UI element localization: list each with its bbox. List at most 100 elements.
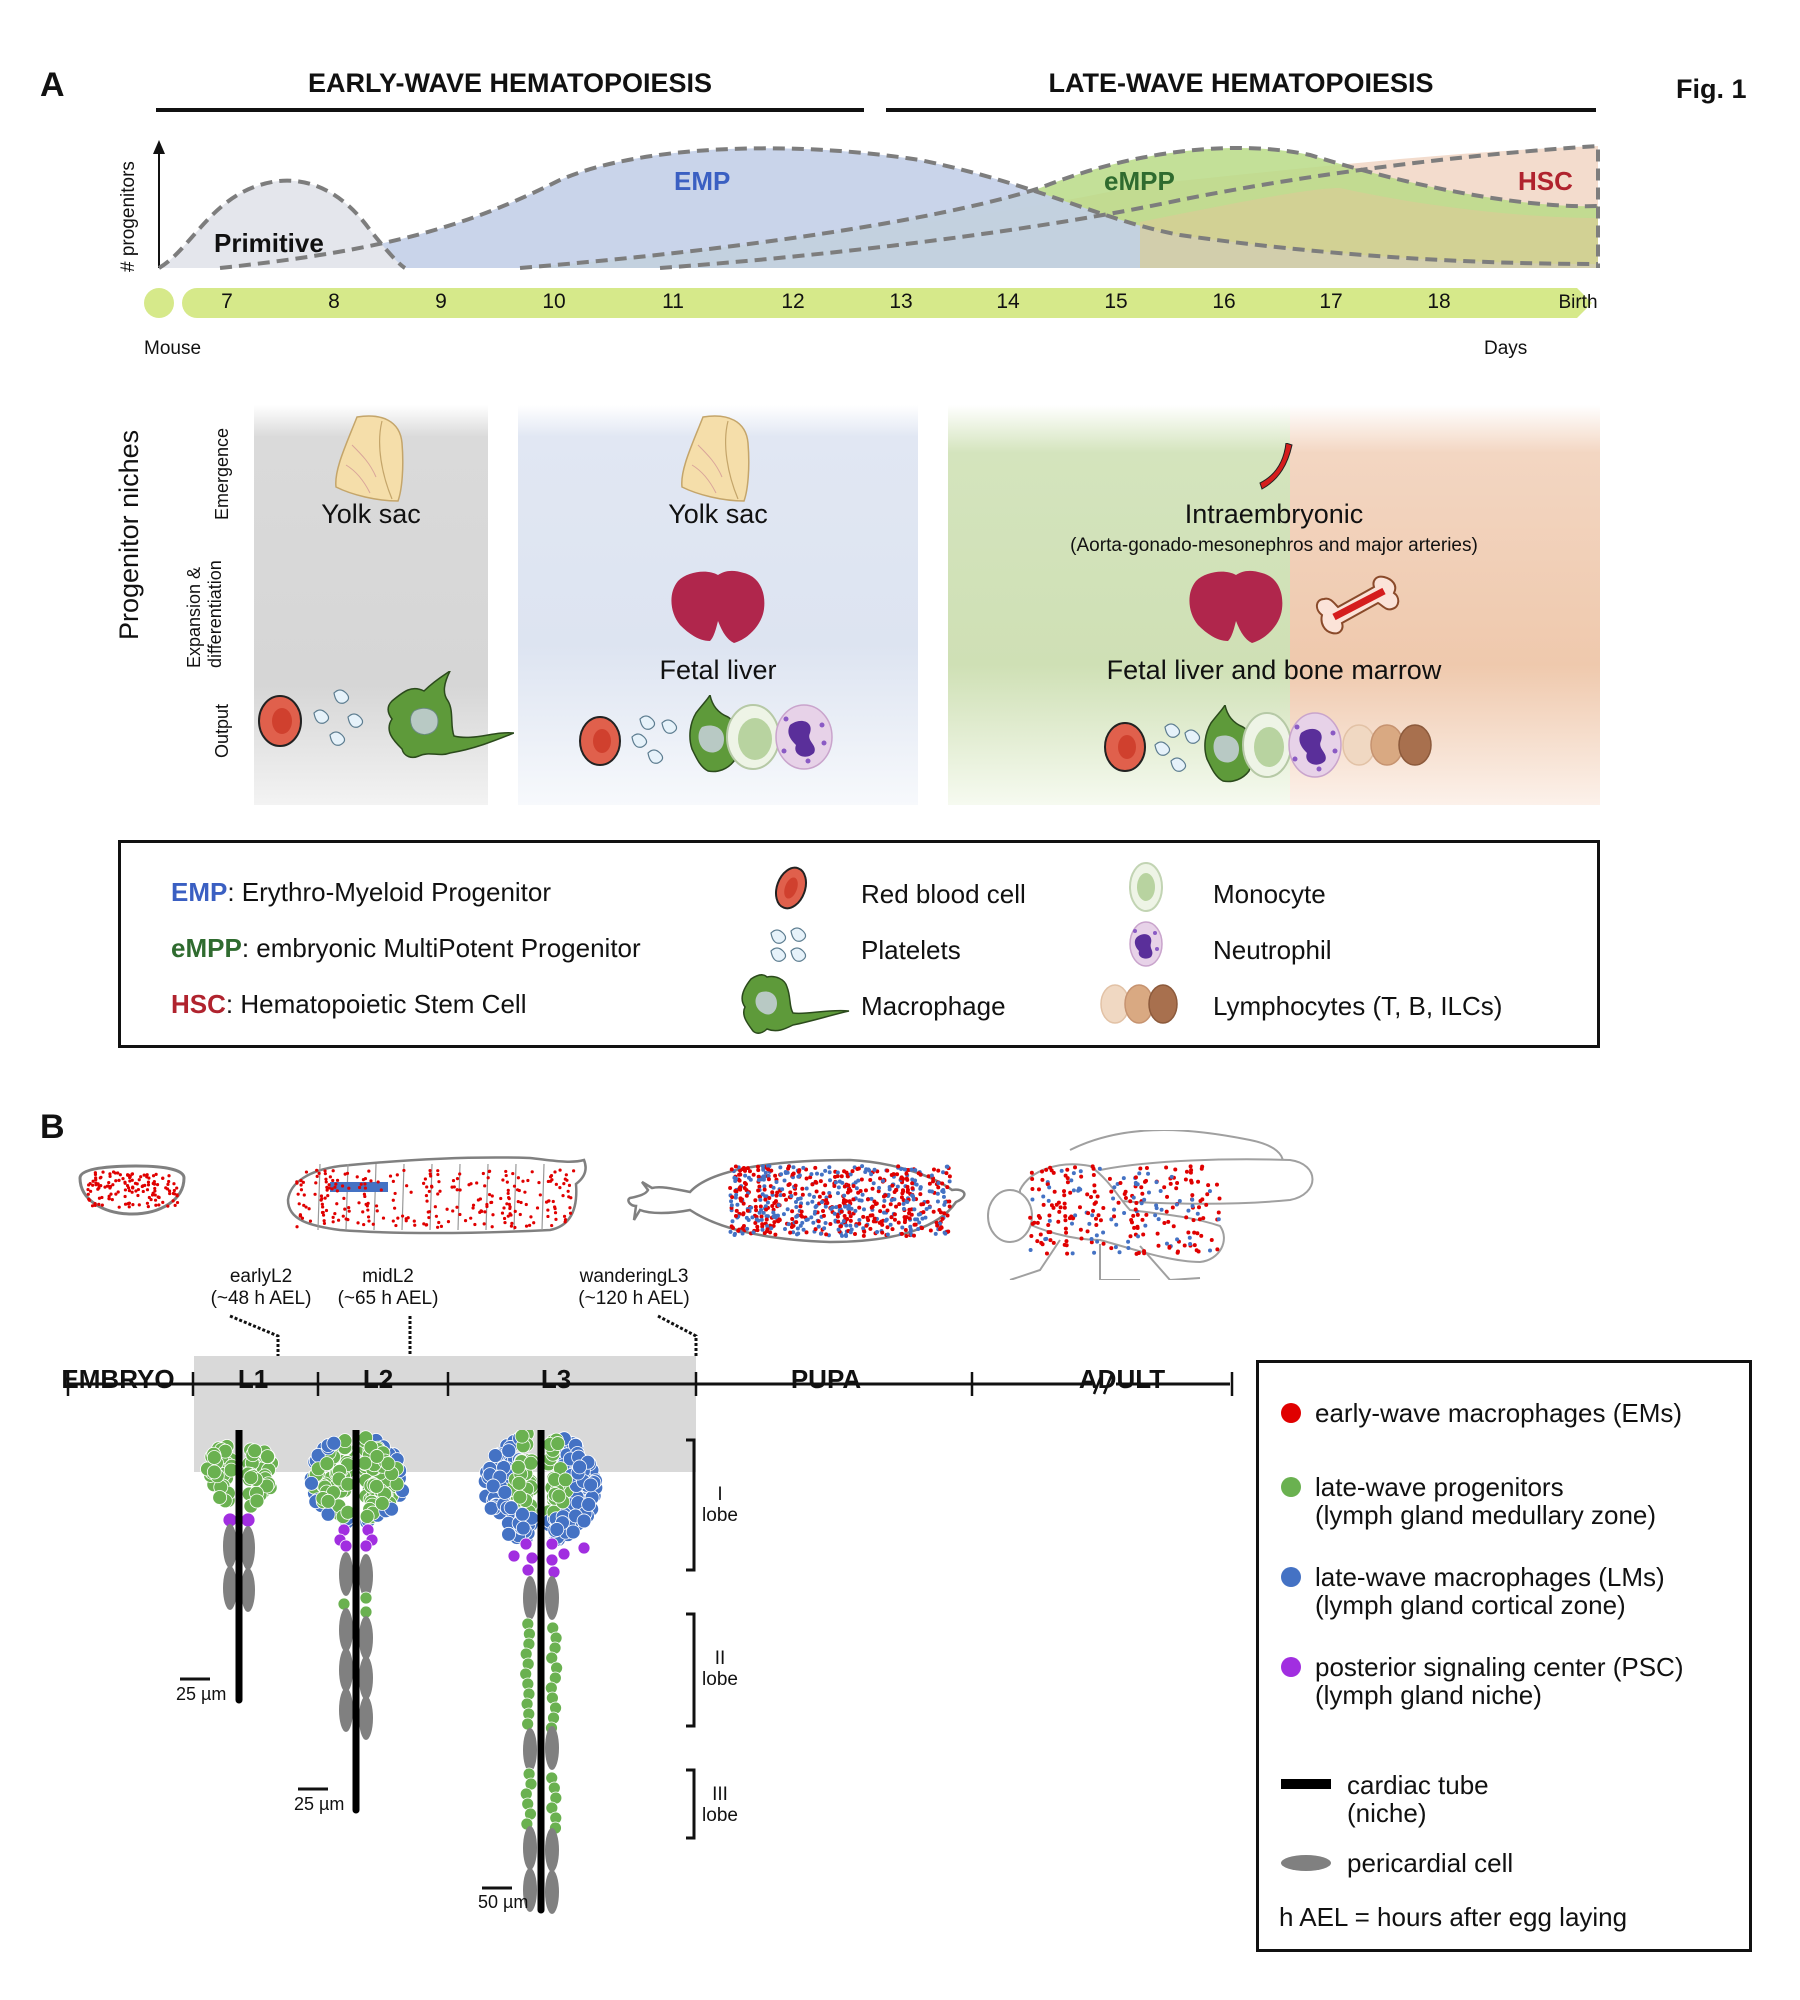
hemocyte-dot	[862, 1229, 867, 1234]
hemocyte-dot	[741, 1223, 746, 1228]
lymph-gland-cell	[519, 1537, 533, 1551]
hemocyte-dot	[794, 1204, 799, 1209]
hemocyte-dot	[944, 1171, 949, 1176]
hemocyte-dot	[748, 1177, 753, 1182]
hemocyte-dot	[502, 1216, 507, 1221]
panel-a-legend: EMP: Erythro-Myeloid Progenitor eMPP: em…	[118, 840, 1600, 1048]
lymph-gland-drawings	[180, 1430, 696, 1914]
hemocyte-dot	[1209, 1238, 1214, 1243]
hemocyte-dot	[835, 1170, 840, 1175]
hemocyte-dot	[869, 1205, 874, 1210]
hemocyte-dot	[890, 1183, 895, 1188]
stage-label-embryo: EMBRYO	[61, 1364, 175, 1394]
hemocyte-dot	[895, 1172, 900, 1177]
hemocyte-dot	[486, 1176, 490, 1180]
hemocyte-dot	[811, 1220, 816, 1225]
hemocyte-dot	[168, 1191, 172, 1196]
pericardial-cell	[339, 1608, 353, 1652]
hemocyte-dot	[1091, 1172, 1096, 1177]
hemocyte-dot	[146, 1180, 151, 1184]
hemocyte-dot	[848, 1218, 853, 1223]
hemocyte-dot	[916, 1226, 921, 1231]
hemocyte-dot	[776, 1203, 781, 1208]
macrophage-icon	[387, 671, 514, 759]
red-blood-cell-icon	[775, 866, 807, 910]
hemocyte-dot	[1044, 1167, 1049, 1172]
hemocyte-dot	[813, 1205, 818, 1210]
pericardial-cell	[523, 1826, 537, 1870]
hemocyte-dot	[816, 1224, 821, 1229]
hemocyte-dot	[136, 1193, 140, 1198]
hemocyte-dot	[1070, 1221, 1075, 1226]
organism-illustrations	[78, 1130, 1314, 1280]
hemocyte-dot	[832, 1183, 837, 1188]
stage-label-l3: L3	[540, 1364, 572, 1394]
hemocyte-dot	[1049, 1168, 1054, 1173]
lymph-gland-cell	[515, 1520, 531, 1536]
hemocyte-dot	[323, 1169, 327, 1173]
hemocyte-dot	[926, 1174, 931, 1179]
hemocyte-dot	[130, 1172, 134, 1176]
hemocyte-dot	[323, 1172, 327, 1176]
hemocyte-dot	[933, 1231, 938, 1236]
hemocyte-dot	[883, 1193, 888, 1198]
row-label-emergence: Emergence	[212, 427, 232, 520]
hemocyte-dot	[315, 1174, 319, 1178]
hemocyte-dot	[567, 1183, 572, 1187]
hemocyte-dot	[1062, 1189, 1067, 1194]
hemocyte-dot	[770, 1203, 775, 1208]
hemocyte-dot	[836, 1185, 841, 1190]
hemocyte-dot	[904, 1176, 909, 1181]
hemocyte-dot	[108, 1184, 113, 1189]
hemocyte-dot	[944, 1164, 949, 1169]
hemocyte-dot	[921, 1202, 926, 1207]
hemocyte-dot	[313, 1192, 317, 1196]
hemocyte-dot	[894, 1204, 899, 1209]
hemocyte-dot	[87, 1198, 92, 1202]
hemocyte-dot	[791, 1165, 796, 1170]
pericardial-cell	[339, 1688, 353, 1732]
lymph-gland-cell	[576, 1513, 592, 1529]
hemocyte-dot	[1134, 1251, 1139, 1256]
hemocyte-dot	[1188, 1241, 1193, 1246]
lymph-gland-cell	[243, 1470, 259, 1485]
hemocyte-dot	[895, 1184, 900, 1189]
hemocyte-dot	[436, 1192, 440, 1196]
hemocyte-dot	[732, 1175, 737, 1180]
lymph-gland-cell	[380, 1456, 396, 1471]
hemocyte-dot	[1101, 1241, 1106, 1246]
lymph-gland-cell	[515, 1506, 530, 1522]
hemocyte-dot	[430, 1185, 434, 1189]
hemocyte-dot	[827, 1165, 832, 1170]
lymph-gland-cell	[507, 1549, 521, 1563]
hemocyte-dot	[755, 1228, 760, 1233]
hemocyte-dot	[1190, 1193, 1195, 1198]
lymph-gland-cell	[260, 1449, 275, 1465]
hemocyte-dot	[458, 1212, 462, 1217]
hemocyte-dot	[396, 1216, 400, 1220]
niches-section-label: Progenitor niches	[114, 429, 144, 640]
stage-label-pupa: PUPA	[790, 1364, 862, 1394]
hemocyte-dot	[835, 1214, 840, 1219]
hemocyte-dot	[1187, 1235, 1192, 1240]
hemocyte-dot	[161, 1176, 165, 1181]
hemocyte-dot	[499, 1196, 503, 1201]
hemocyte-dot	[905, 1184, 910, 1189]
hemocyte-dot	[928, 1228, 933, 1233]
cardiac-tube-icon	[1281, 1779, 1331, 1789]
hemocyte-dot	[1077, 1205, 1082, 1210]
hemocyte-dot	[551, 1199, 555, 1204]
hemocyte-dot	[747, 1169, 752, 1174]
hemocyte-dot	[854, 1186, 859, 1191]
pericardial-cell	[359, 1616, 373, 1660]
lymph-gland-cell	[525, 1551, 539, 1565]
lymph-gland-cell	[359, 1591, 373, 1605]
legend-item-line1: late-wave macrophages (LMs)	[1315, 1562, 1665, 1592]
hemocyte-dot	[904, 1233, 909, 1238]
hemocyte-dot	[756, 1168, 761, 1173]
hemocyte-dot	[943, 1231, 948, 1236]
hemocyte-dot	[509, 1224, 514, 1228]
hemocyte-dot	[823, 1204, 828, 1209]
hemocyte-dot	[421, 1181, 426, 1185]
hemocyte-dot	[1087, 1221, 1092, 1226]
